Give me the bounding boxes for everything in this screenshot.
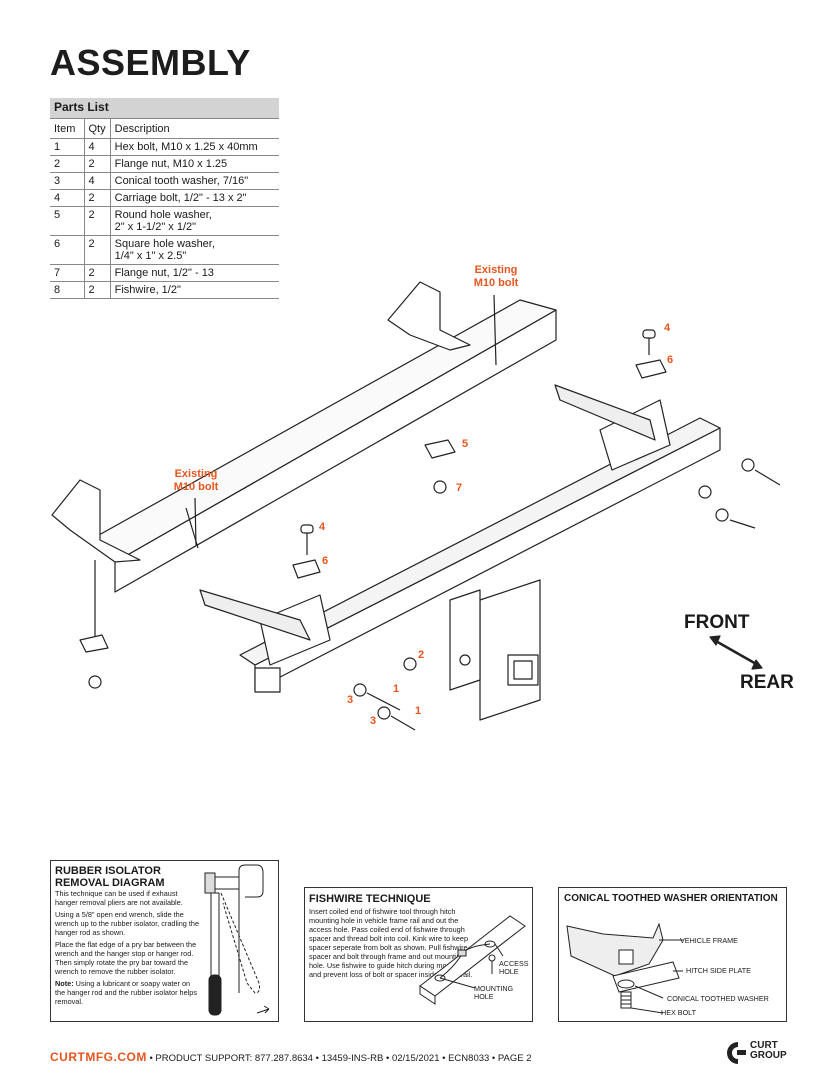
left-frame-bracket: [51, 479, 141, 563]
direction-arrow: [713, 638, 759, 667]
existing-bolt-callout-right: Existing M10 bolt: [473, 264, 519, 289]
parts-list-heading: Parts List: [50, 98, 279, 119]
parts-quantity-cell: 4: [83, 172, 111, 190]
footer-brand-link[interactable]: CURTMFG.COM: [50, 1050, 147, 1064]
column-header-description: Description: [109, 118, 279, 139]
fishwire-illustration: [419, 915, 526, 1005]
parts-item-number-cell: 2: [50, 155, 84, 173]
right-side-bracket: [599, 399, 671, 471]
callout-number-6: 6: [667, 354, 674, 366]
column-header-item: Item: [50, 118, 84, 139]
washer-orientation-illustration: [566, 922, 683, 1014]
curt-group-logo-icon: [727, 1042, 746, 1064]
parts-description-cell: Flange nut, M10 x 1.25: [109, 155, 279, 173]
parts-description-cell: Round hole washer, 2" x 1-1/2" x 1/2": [109, 206, 279, 236]
washer-label-conical-washer: CONICAL TOOTHED WASHER: [667, 994, 769, 1003]
callout-number-2: 2: [418, 649, 425, 661]
footer-text: • PRODUCT SUPPORT: 877.287.8634 • 13459-…: [146, 1053, 532, 1064]
parts-list-header-row: Item Qty Description: [50, 118, 279, 139]
parts-item-number-cell: 5: [50, 206, 84, 236]
parts-quantity-cell: 2: [83, 206, 111, 236]
parts-item-number-cell: 7: [50, 264, 84, 282]
rubber-isolator-title: RUBBER ISOLATOR REMOVAL DIAGRAM: [55, 865, 165, 889]
rear-label: REAR: [740, 672, 794, 693]
washer-label-hex-bolt: HEX BOLT: [661, 1008, 697, 1017]
crossbar-end: [254, 667, 281, 693]
callout-number-7: 7: [456, 482, 463, 494]
bolt-stack-lower-left: [79, 507, 417, 731]
fishwire-label-access: ACCESS HOLE: [499, 959, 529, 976]
parts-quantity-cell: 2: [83, 281, 111, 299]
parts-description-cell: Flange nut, 1/2" - 13: [109, 264, 279, 282]
front-label: FRONT: [684, 612, 750, 633]
rubber-isolator-note: Note: Using a lubricant or soapy water o…: [55, 979, 197, 1006]
column-header-qty: Qty: [83, 118, 111, 139]
rubber-isolator-p3: Place the flat edge of a pry bar between…: [55, 940, 197, 976]
callout-number-3: 3: [347, 694, 354, 706]
parts-description-cell: Carriage bolt, 1/2" - 13 x 2": [109, 189, 279, 207]
fishwire-label-mounting: MOUNTING HOLE: [474, 984, 514, 1001]
fishwire-panel: FISHWIRE TECHNIQUE Insert coiled end of …: [304, 887, 533, 1022]
parts-description-cell: Square hole washer, 1/4" x 1" x 2.5": [109, 235, 279, 265]
washer-label-hitch-side-plate: HITCH SIDE PLATE: [686, 966, 751, 975]
callout-number-4: 4: [319, 521, 326, 533]
existing-bolt-callout-left: Existing M10 bolt: [173, 468, 219, 493]
rubber-isolator-p2: Using a 5/8" open end wrench, slide the …: [55, 910, 199, 937]
parts-item-number-cell: 3: [50, 172, 84, 190]
fishwire-title: FISHWIRE TECHNIQUE: [309, 893, 431, 905]
receiver-tube: [479, 579, 541, 721]
rubber-isolator-illustration: [204, 864, 270, 1016]
parts-description-cell: Hex bolt, M10 x 1.25 x 40mm: [109, 138, 279, 156]
callout-number-6: 6: [322, 555, 329, 567]
parts-description-cell: Conical tooth washer, 7/16": [109, 172, 279, 190]
bolt-stack-upper-right: [424, 329, 781, 529]
callout-number-1: 1: [393, 683, 400, 695]
callout-number-1: 1: [415, 705, 422, 717]
fishwire-text: Insert coiled end of fishwire tool throu…: [309, 907, 473, 979]
left-rail: [199, 589, 311, 641]
callout-number-4: 4: [664, 322, 671, 334]
parts-quantity-cell: 4: [83, 138, 111, 156]
parts-item-number-cell: 4: [50, 189, 84, 207]
parts-description-cell: Fishwire, 1/2": [109, 281, 279, 299]
washer-orientation-title: CONICAL TOOTHED WASHER ORIENTATION: [564, 893, 778, 904]
parts-quantity-cell: 2: [83, 155, 111, 173]
footer: CURTMFG.COM • PRODUCT SUPPORT: 877.287.8…: [50, 1050, 532, 1064]
parts-item-number-cell: 8: [50, 281, 84, 299]
callout-number-3: 3: [370, 715, 377, 727]
curt-group-logo-text: CURT GROUP: [750, 1040, 787, 1061]
callout-number-5: 5: [462, 438, 469, 450]
parts-quantity-cell: 2: [83, 189, 111, 207]
right-frame-bracket: [387, 281, 471, 351]
rubber-isolator-p1: This technique can be used if exhaust ha…: [55, 889, 183, 907]
right-rail: [554, 384, 656, 441]
washer-orientation-panel: CONICAL TOOTHED WASHER ORIENTATION VEHIC…: [558, 887, 787, 1022]
page-title: ASSEMBLY: [50, 42, 251, 83]
parts-quantity-cell: 2: [83, 235, 111, 265]
rubber-isolator-panel: RUBBER ISOLATOR REMOVAL DIAGRAM This tec…: [50, 860, 279, 1022]
parts-item-number-cell: 1: [50, 138, 84, 156]
parts-item-number-cell: 6: [50, 235, 84, 265]
parts-quantity-cell: 2: [83, 264, 111, 282]
washer-label-vehicle-frame: VEHICLE FRAME: [680, 936, 738, 945]
